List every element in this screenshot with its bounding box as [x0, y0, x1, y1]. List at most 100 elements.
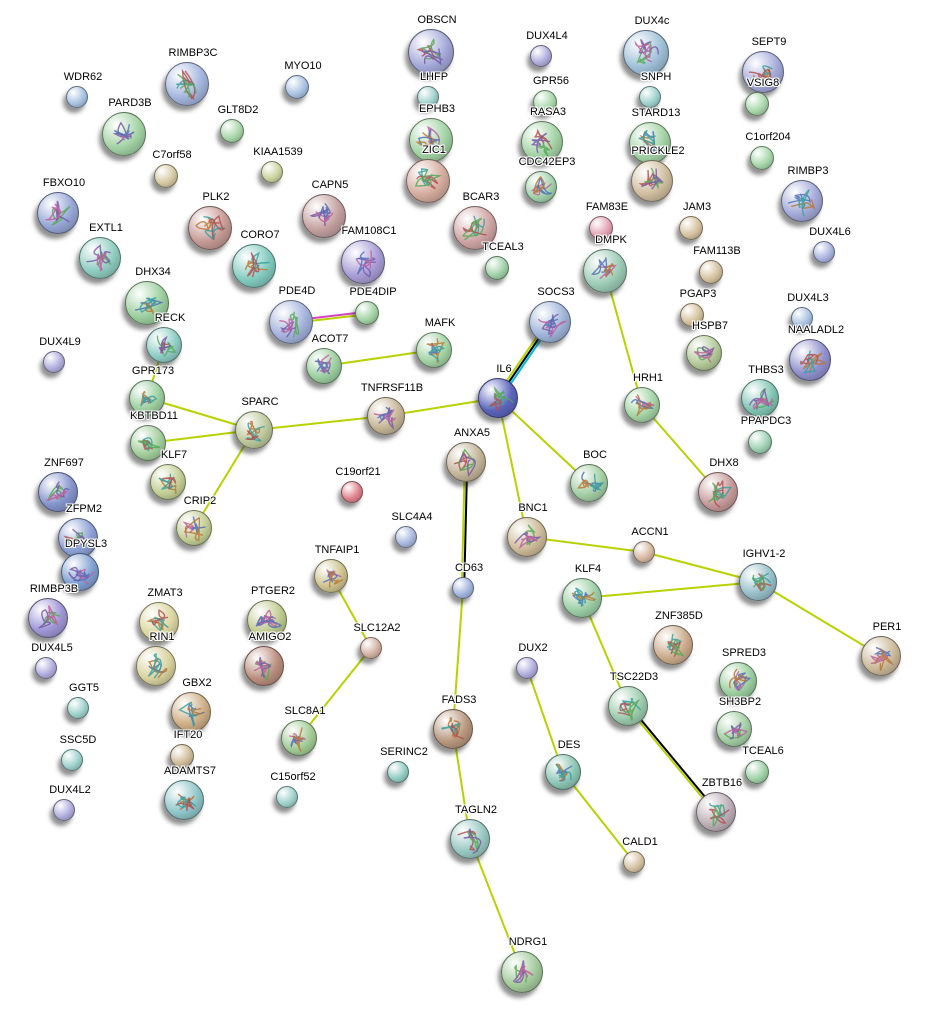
protein-node-ZBTB16[interactable]	[696, 792, 736, 832]
protein-node-DHX8[interactable]	[698, 472, 738, 512]
protein-node-THBS3[interactable]	[741, 379, 779, 417]
protein-node-SSC5D[interactable]	[61, 749, 83, 771]
protein-node-PTGER2[interactable]	[247, 600, 287, 640]
protein-node-CD63[interactable]	[452, 577, 474, 599]
protein-node-FAM108C1[interactable]	[341, 240, 385, 284]
protein-node-BOC[interactable]	[570, 464, 608, 502]
protein-node-GGT5[interactable]	[67, 697, 89, 719]
protein-node-DUX4L5[interactable]	[35, 657, 57, 679]
interaction-edge-ANXA5-CD63[interactable]	[463, 461, 469, 589]
interaction-edge-TAGLN2-NDRG1[interactable]	[469, 838, 523, 973]
interaction-edge-IL6-BNC1[interactable]	[497, 397, 528, 538]
protein-node-DUX4L9[interactable]	[43, 351, 65, 373]
interaction-edge-TSC22D3-ZBTB16[interactable]	[628, 704, 718, 812]
protein-node-MAFK[interactable]	[416, 332, 452, 368]
protein-node-DPYSL3[interactable]	[61, 553, 99, 591]
protein-node-SOCS3[interactable]	[529, 301, 571, 343]
protein-node-VSIG8[interactable]	[745, 92, 769, 116]
protein-node-CAPN5[interactable]	[302, 194, 346, 238]
protein-node-GLT8D2[interactable]	[220, 119, 244, 143]
protein-node-TSC22D3[interactable]	[608, 686, 648, 726]
protein-node-OBSCN[interactable]	[408, 29, 454, 75]
protein-node-CRIP2[interactable]	[176, 510, 212, 546]
protein-node-SH3BP2[interactable]	[716, 711, 752, 747]
protein-node-FAM113B[interactable]	[699, 260, 723, 284]
protein-node-EXTL1[interactable]	[79, 237, 121, 279]
protein-node-SEPT9[interactable]	[742, 51, 784, 93]
protein-node-SPARC[interactable]	[235, 411, 273, 449]
protein-node-KBTBD11[interactable]	[130, 425, 166, 461]
protein-node-BCAR3[interactable]	[453, 206, 497, 250]
protein-node-PDE4D[interactable]	[269, 300, 313, 344]
protein-node-NDRG1[interactable]	[501, 951, 543, 993]
protein-node-FBXO10[interactable]	[37, 192, 79, 234]
protein-node-DUX4L6[interactable]	[813, 241, 835, 263]
protein-node-C1orf204[interactable]	[750, 146, 774, 170]
protein-node-ZMAT3[interactable]	[139, 602, 179, 642]
protein-node-HRH1[interactable]	[624, 387, 660, 423]
protein-node-TNFRSF11B[interactable]	[367, 397, 405, 435]
protein-node-C19orf21[interactable]	[341, 481, 363, 503]
interaction-edge-TSC22D3-ZBTB16[interactable]	[626, 706, 716, 814]
protein-node-PGAP3[interactable]	[680, 303, 704, 327]
protein-node-GPR173[interactable]	[129, 380, 165, 416]
protein-node-RECK[interactable]	[146, 327, 182, 363]
protein-node-SLC4A4[interactable]	[395, 526, 417, 548]
protein-node-ANXA5[interactable]	[446, 442, 486, 482]
protein-node-IFT20[interactable]	[170, 744, 194, 768]
protein-node-JAM3[interactable]	[679, 216, 703, 240]
protein-node-GPR56[interactable]	[533, 90, 557, 114]
protein-node-IGHV1-2[interactable]	[739, 563, 777, 601]
protein-node-C7orf58[interactable]	[154, 164, 178, 188]
protein-node-LHFP[interactable]	[417, 86, 439, 108]
protein-node-RIN1[interactable]	[136, 646, 176, 686]
protein-node-WDR62[interactable]	[66, 86, 88, 108]
protein-node-TCEAL3[interactable]	[485, 256, 509, 280]
interaction-edge-TNFRSF11B-SPARC[interactable]	[253, 415, 387, 431]
interaction-edge-KLF4-IGHV1-2[interactable]	[581, 581, 759, 599]
protein-node-SLC8A1[interactable]	[281, 720, 317, 756]
interaction-edge-DMPK-HRH1[interactable]	[604, 270, 643, 406]
protein-node-DMPK[interactable]	[583, 249, 627, 293]
protein-node-PER1[interactable]	[861, 636, 901, 676]
protein-node-DUX4L4[interactable]	[530, 45, 552, 67]
protein-node-MYO10[interactable]	[285, 75, 309, 99]
protein-node-PRICKLE2[interactable]	[631, 160, 673, 202]
protein-node-TNFAIP1[interactable]	[314, 559, 348, 593]
protein-node-PARD3B[interactable]	[102, 112, 146, 156]
protein-node-RIMBP3B[interactable]	[28, 598, 68, 638]
protein-node-DUX4L2[interactable]	[53, 799, 75, 821]
protein-node-AMIGO2[interactable]	[244, 646, 284, 686]
protein-node-SERINC2[interactable]	[387, 761, 409, 783]
interaction-edge-DES-CALD1[interactable]	[562, 771, 635, 863]
interaction-edge-SLC12A2-SLC8A1[interactable]	[298, 647, 372, 739]
protein-node-RIMBP3[interactable]	[781, 180, 823, 222]
protein-node-DUX2[interactable]	[516, 657, 538, 679]
protein-node-CDC42EP3[interactable]	[525, 171, 557, 203]
protein-node-TCEAL6[interactable]	[745, 760, 769, 784]
protein-node-IL6[interactable]	[478, 378, 518, 418]
protein-node-ZIC1[interactable]	[406, 159, 450, 203]
protein-node-ZNF697[interactable]	[38, 472, 78, 512]
protein-node-DES[interactable]	[545, 754, 581, 790]
protein-node-KLF4[interactable]	[562, 578, 602, 618]
protein-node-PLK2[interactable]	[188, 206, 232, 250]
protein-node-CORO7[interactable]	[232, 244, 276, 288]
protein-node-ACCN1[interactable]	[633, 541, 655, 563]
protein-node-KIAA1539[interactable]	[261, 161, 283, 183]
protein-node-CALD1[interactable]	[623, 851, 645, 873]
protein-node-FADS3[interactable]	[433, 709, 473, 749]
protein-node-HSPB7[interactable]	[686, 335, 722, 371]
protein-node-GBX2[interactable]	[171, 692, 211, 732]
interaction-edge-ANXA5-CD63[interactable]	[460, 461, 466, 589]
protein-node-SLC12A2[interactable]	[360, 637, 382, 659]
protein-node-KLF7[interactable]	[150, 464, 186, 500]
protein-node-ACOT7[interactable]	[306, 348, 342, 384]
interaction-edge-ACOT7-MAFK[interactable]	[323, 349, 435, 367]
protein-node-DUX4c[interactable]	[623, 30, 669, 76]
protein-node-NAALADL2[interactable]	[789, 339, 831, 381]
protein-node-RASA3[interactable]	[521, 121, 563, 163]
protein-node-PPAPDC3[interactable]	[748, 430, 772, 454]
protein-node-SPRED3[interactable]	[719, 662, 757, 700]
protein-node-PDE4DIP[interactable]	[355, 301, 379, 325]
